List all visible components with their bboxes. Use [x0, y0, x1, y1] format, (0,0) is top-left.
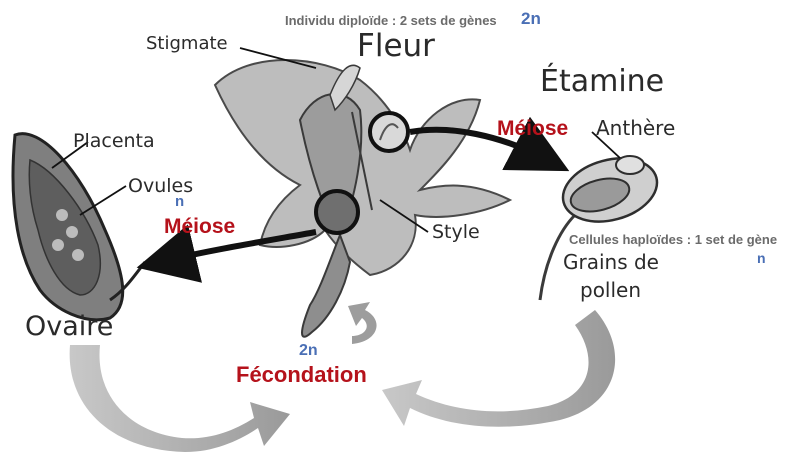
flower-title: Fleur: [357, 28, 435, 64]
fertilization-ploidy: 2n: [299, 342, 318, 360]
fertilization-label: Fécondation: [236, 362, 367, 388]
diploid-caption: Individu diploïde : 2 sets de gènes: [285, 13, 497, 28]
haploid-caption: Cellules haploïdes : 1 set de gène: [569, 232, 777, 247]
ovary-title: Ovaire: [25, 311, 113, 342]
meiosis-label-ovary: Méiose: [164, 215, 235, 239]
flower-drawing: [215, 60, 510, 337]
anther-label: Anthère: [596, 116, 675, 140]
haploid-ploidy: n: [757, 250, 766, 266]
meiosis-label-stamen: Méiose: [497, 117, 568, 141]
placenta-label: Placenta: [73, 130, 155, 152]
diploid-ploidy: 2n: [521, 9, 541, 29]
fertilization-curl-arrow: [348, 302, 377, 344]
cycle-arrow-right: [382, 310, 615, 427]
style-label: Style: [432, 221, 480, 243]
pollen-label-line2: pollen: [580, 278, 641, 302]
stigma-label: Stigmate: [146, 33, 228, 54]
ovary-drawing: [13, 134, 145, 320]
ovules-ploidy: n: [175, 193, 184, 210]
pollen-label-line1: Grains de: [563, 250, 659, 274]
stamen-title: Étamine: [540, 64, 664, 99]
